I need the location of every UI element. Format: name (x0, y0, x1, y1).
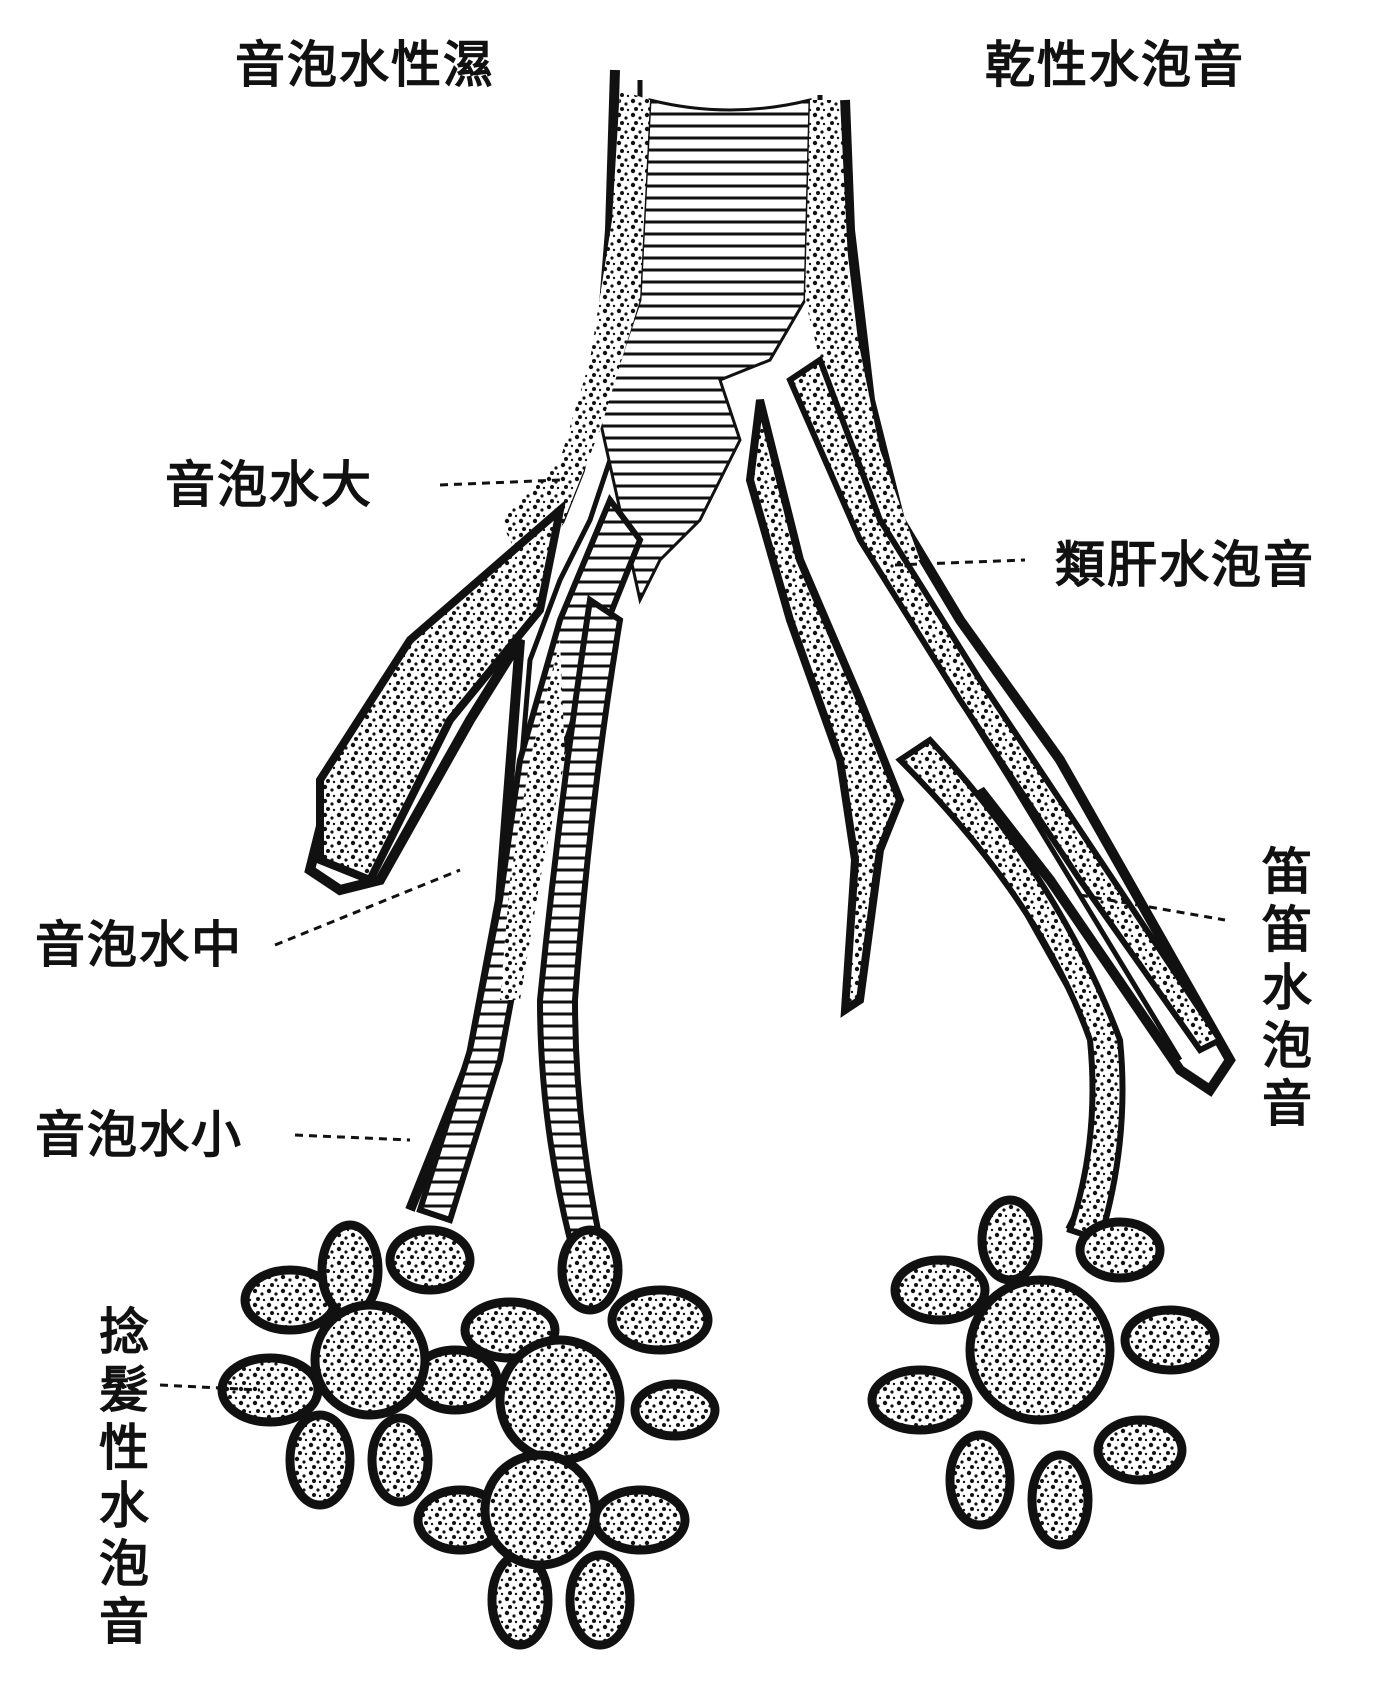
label-medium-bubble: 音泡水中 (35, 920, 243, 970)
label-wet-rale: 音泡水性濕 (235, 40, 495, 90)
alveoli-cluster-left (222, 1225, 497, 1505)
right-bronchi (750, 360, 1220, 1240)
label-small-bubble: 音泡水小 (35, 1110, 243, 1160)
label-right-vertical: 笛笛水泡音 (1258, 845, 1308, 1135)
label-crepitant-rale: 捻髮性水泡音 (95, 1305, 145, 1653)
label-large-bubble: 音泡水大 (165, 460, 373, 510)
alveoli-cluster-middle (418, 1230, 715, 1645)
label-right-mid: 類肝水泡音 (1055, 540, 1315, 590)
alveoli-cluster-right (872, 1200, 1215, 1545)
label-dry-rale: 乾性水泡音 (985, 40, 1245, 90)
